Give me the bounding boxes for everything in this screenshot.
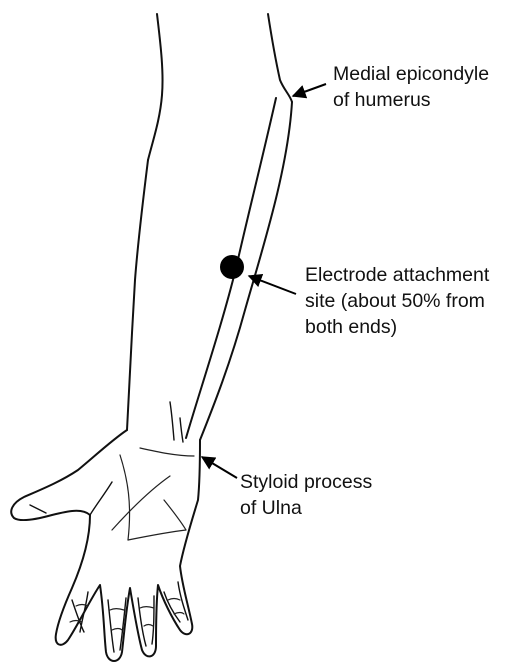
finger-crease-4 — [112, 629, 122, 631]
label-electrode-line1: Electrode attachment — [305, 264, 490, 286]
thumb-nail — [30, 505, 46, 513]
label-medial-epicondyle-line2: of humerus — [333, 89, 431, 111]
finger-crease-1 — [76, 605, 88, 607]
forearm-outline-right — [200, 102, 292, 440]
finger-crease-5 — [140, 607, 154, 609]
ring-finger-edge — [138, 596, 154, 646]
palm-crease-lower — [128, 530, 186, 540]
upper-arm-outline-right — [268, 14, 292, 102]
upper-arm-outline-left — [148, 14, 163, 160]
finger-crease-8 — [174, 613, 184, 615]
electrode-dot — [220, 255, 244, 279]
thumb-inner-contour — [90, 482, 112, 515]
label-styloid-line1: Styloid process — [240, 471, 372, 493]
label-medial-epicondyle-line1: Medial epicondyle — [333, 63, 489, 85]
pointer-electrode-site — [249, 276, 296, 294]
palm-crease-thenar — [120, 455, 130, 540]
pointer-styloid-process — [202, 457, 237, 478]
palm-crease-wrist — [140, 448, 194, 456]
palm-crease-hypothenar — [164, 500, 186, 530]
label-electrode-line2: site (about 50% from — [305, 290, 485, 312]
index-finger-edge — [72, 592, 88, 632]
finger-crease-3 — [110, 609, 124, 611]
hand-outline — [11, 430, 200, 661]
wrist-crease-1 — [170, 402, 174, 440]
finger-crease-7 — [168, 599, 180, 601]
pointer-medial-epicondyle — [293, 84, 326, 96]
label-electrode-line3: both ends) — [305, 316, 397, 338]
finger-crease-6 — [144, 625, 153, 627]
wrist-crease-2 — [180, 418, 183, 442]
palm-crease-diagonal — [112, 476, 170, 530]
finger-crease-2 — [70, 621, 82, 623]
label-styloid-line2: of Ulna — [240, 497, 302, 519]
forearm-outline-left — [127, 160, 148, 430]
